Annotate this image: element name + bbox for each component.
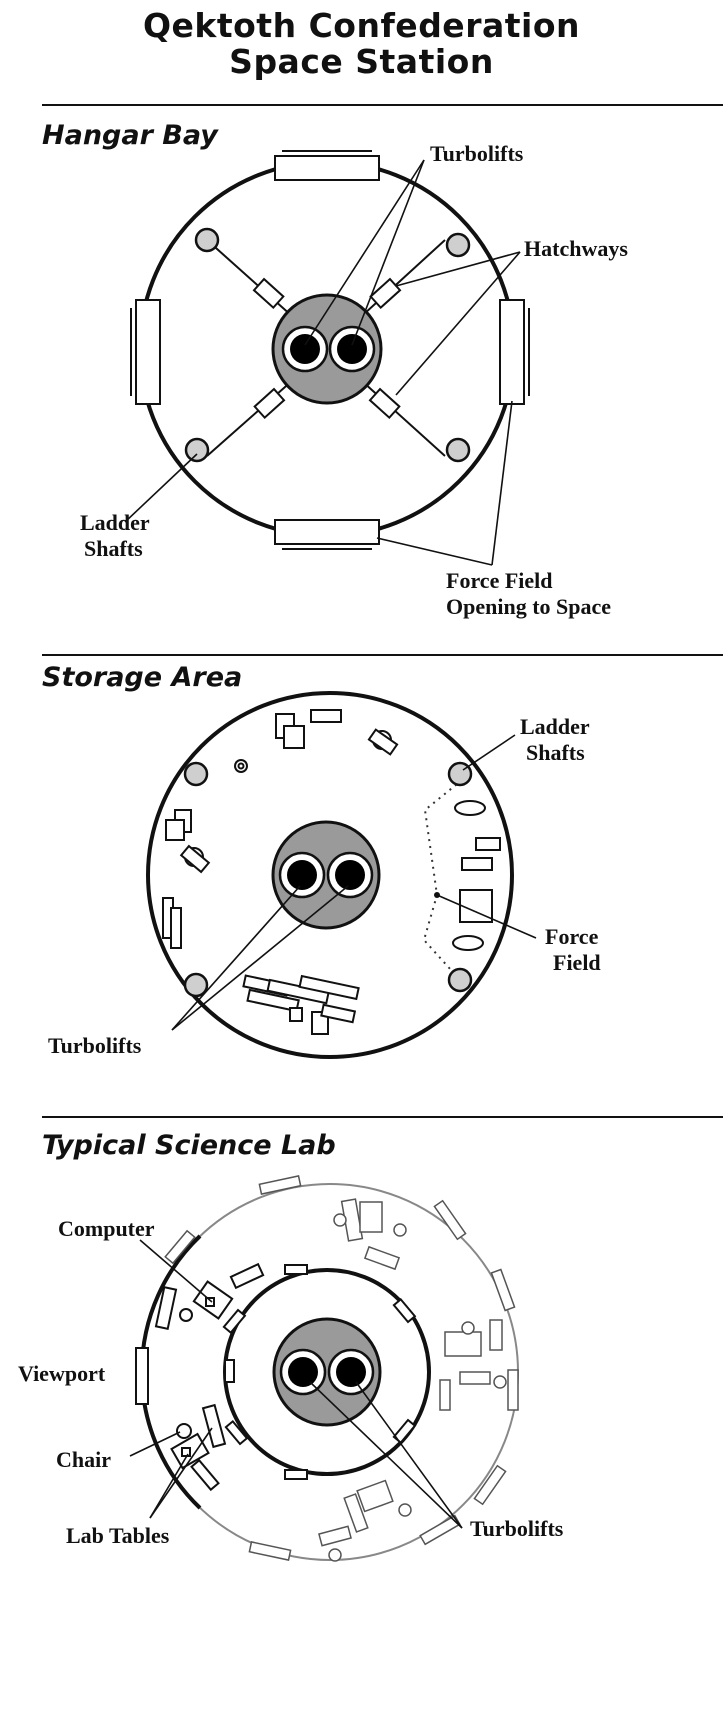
hangar-bay-diagram: Turbolifts Hatchways Ladder Shafts Force…	[80, 141, 628, 619]
section-heading-storage-area: Storage Area	[42, 662, 243, 693]
label-ladder-shafts-storage-2: Shafts	[526, 740, 585, 765]
hatchway-nw	[252, 277, 285, 310]
force-field-top	[274, 155, 380, 181]
lab-tables-left	[154, 1262, 265, 1492]
storage-turbolift-right	[335, 860, 365, 890]
ladder-shaft-se	[445, 437, 471, 463]
force-field-bottom	[274, 519, 380, 545]
label-turbolifts-lab: Turbolifts	[470, 1516, 564, 1541]
label-force-field-storage-1: Force	[545, 924, 599, 949]
label-ladder-shafts-hangar-2: Shafts	[84, 536, 143, 561]
hangar-support-ne	[351, 239, 446, 326]
label-ladder-shafts-storage-1: Ladder	[520, 714, 590, 739]
label-chair: Chair	[56, 1447, 111, 1472]
hatchway-se	[368, 387, 401, 420]
viewport	[135, 1347, 149, 1405]
label-computer: Computer	[58, 1216, 155, 1241]
crate-pile	[242, 974, 360, 1035]
label-force-field-hangar-1: Force Field	[446, 568, 553, 593]
lab-outer-windows	[164, 1175, 519, 1561]
storage-core	[271, 820, 381, 930]
hatchway-sw	[253, 387, 286, 420]
ladder-shaft-sw	[184, 437, 210, 463]
ladder-shaft-nw	[194, 227, 220, 253]
chair	[176, 1423, 192, 1439]
turbolift-right	[337, 334, 367, 364]
storage-turbolift-left	[287, 860, 317, 890]
label-force-field-storage-2: Field	[553, 950, 601, 975]
crate	[475, 837, 501, 851]
hatchway-ne	[369, 277, 402, 310]
crate	[170, 907, 182, 949]
page-title-line-2: Space Station	[229, 42, 494, 81]
label-turbolifts-storage: Turbolifts	[48, 1033, 142, 1058]
force-field-left	[135, 299, 161, 405]
page-title-line-1: Qektoth Confederation	[142, 6, 580, 45]
storage-device	[237, 762, 245, 770]
crate	[310, 709, 342, 723]
label-ladder-shafts-hangar-1: Ladder	[80, 510, 150, 535]
storage-ladder-shaft-sw	[183, 972, 209, 998]
section-divider-hangar	[42, 104, 723, 106]
label-turbolifts-hangar: Turbolifts	[430, 141, 524, 166]
storage-pod	[454, 800, 486, 816]
hangar-support-nw	[206, 239, 303, 326]
lab-turbolift-right	[336, 1357, 366, 1387]
storage-pod	[452, 935, 484, 951]
science-lab-diagram: Computer Viewport Chair Lab Tables Turbo…	[18, 1175, 564, 1562]
section-heading-hangar-bay: Hangar Bay	[42, 120, 218, 151]
lab-turbolift-left	[288, 1357, 318, 1387]
turbolift-left	[290, 334, 320, 364]
force-field-right	[499, 299, 525, 405]
section-heading-science-lab: Typical Science Lab	[42, 1130, 336, 1161]
storage-ladder-shaft-nw	[183, 761, 209, 787]
section-divider-science	[42, 1116, 723, 1118]
storage-hull	[146, 691, 514, 1059]
lab-tables-right	[318, 1198, 507, 1562]
storage-area-diagram: Ladder Shafts Force Field Turbolifts	[48, 691, 601, 1059]
lab-inner-windows	[222, 1264, 417, 1480]
label-lab-tables: Lab Tables	[66, 1523, 170, 1548]
ladder-shaft-ne	[445, 232, 471, 258]
section-divider-storage	[42, 654, 723, 656]
label-viewport: Viewport	[18, 1361, 106, 1386]
label-hatchways: Hatchways	[524, 236, 628, 261]
crate	[283, 725, 305, 749]
crate	[461, 857, 493, 871]
label-force-field-hangar-2: Opening to Space	[446, 594, 611, 619]
lab-core	[272, 1317, 382, 1427]
crate	[165, 819, 185, 841]
storage-ladder-shaft-se	[447, 967, 473, 993]
